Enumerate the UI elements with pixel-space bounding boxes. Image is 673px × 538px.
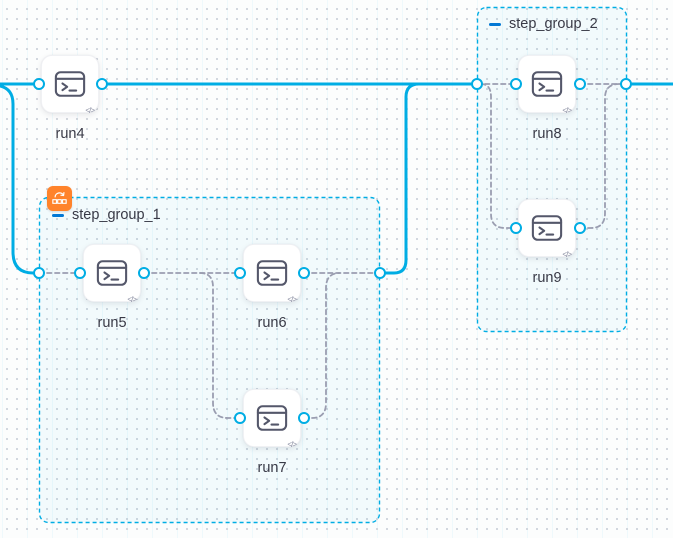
- step-label-run4: run4: [55, 126, 85, 142]
- step-node-run5[interactable]: </>: [83, 244, 141, 304]
- terminal-icon: [256, 405, 288, 431]
- terminal-icon: [531, 215, 563, 241]
- edge-run9-to-group2-out: [579, 83, 627, 229]
- terminal-icon: [531, 71, 563, 97]
- port-step-group-1-out[interactable]: [374, 267, 386, 279]
- step-node-run8[interactable]: </>: [518, 55, 576, 115]
- port-run7-in[interactable]: [234, 412, 246, 424]
- port-run8-in[interactable]: [510, 78, 522, 90]
- step-group-1-header[interactable]: step_group_1: [52, 207, 161, 223]
- code-icon: </>: [85, 106, 95, 115]
- step-node-run4[interactable]: </>: [41, 55, 99, 115]
- terminal-icon: [54, 71, 86, 97]
- port-run4-out[interactable]: [96, 78, 108, 90]
- edge-group1-out-to-main: [378, 82, 421, 275]
- terminal-icon: [96, 260, 128, 286]
- code-icon: </>: [287, 440, 297, 449]
- step-node-run9[interactable]: </>: [518, 199, 576, 259]
- code-icon: </>: [562, 106, 572, 115]
- port-run9-out[interactable]: [574, 222, 586, 234]
- port-run7-out[interactable]: [298, 412, 310, 424]
- step-label-run5: run5: [97, 315, 127, 331]
- port-step-group-2-out[interactable]: [620, 78, 632, 90]
- loop-strategy-icon: [52, 192, 67, 204]
- port-run5-out[interactable]: [138, 267, 150, 279]
- step-label-run8: run8: [532, 126, 562, 142]
- step-node-run6[interactable]: </>: [243, 244, 301, 304]
- step-group-2-label[interactable]: step_group_2: [509, 16, 598, 32]
- collapse-icon[interactable]: [489, 22, 501, 26]
- code-icon: </>: [127, 295, 137, 304]
- loop-strategy-badge[interactable]: [47, 186, 72, 211]
- port-step-group-1-in[interactable]: [33, 267, 45, 279]
- port-run8-out[interactable]: [574, 78, 586, 90]
- collapse-icon[interactable]: [52, 213, 64, 217]
- step-label-run7: run7: [257, 460, 287, 476]
- edge-group2-in-to-run9: [480, 83, 517, 229]
- port-run5-in[interactable]: [74, 267, 86, 279]
- step-label-run9: run9: [532, 270, 562, 286]
- code-icon: </>: [287, 295, 297, 304]
- code-icon: </>: [562, 250, 572, 259]
- port-run4-in[interactable]: [33, 78, 45, 90]
- port-run6-in[interactable]: [234, 267, 246, 279]
- step-group-2-header[interactable]: step_group_2: [489, 16, 598, 32]
- edge-run5-to-run7: [199, 272, 241, 419]
- edge-main-branch-to-group1: [0, 84, 41, 275]
- port-run6-out[interactable]: [298, 267, 310, 279]
- terminal-icon: [256, 260, 288, 286]
- edge-run7-to-group1-out: [303, 272, 341, 419]
- step-label-run6: run6: [257, 315, 287, 331]
- port-run9-in[interactable]: [510, 222, 522, 234]
- step-group-1-label[interactable]: step_group_1: [72, 207, 161, 223]
- port-step-group-2-in[interactable]: [471, 78, 483, 90]
- step-node-run7[interactable]: </>: [243, 389, 301, 449]
